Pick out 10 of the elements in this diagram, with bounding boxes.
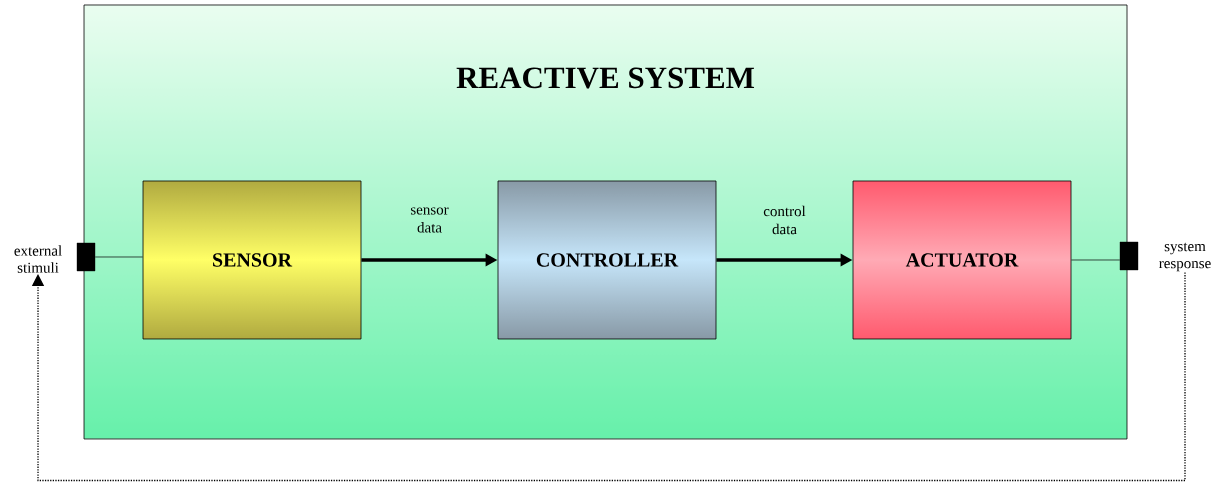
arrow <box>31 271 1186 482</box>
text-label: external stimuli <box>14 245 62 273</box>
process-box: ACTUATOR <box>852 180 1072 340</box>
port-square <box>76 242 96 272</box>
process-box: SENSOR <box>142 180 362 340</box>
edge-label: control data <box>763 205 806 235</box>
process-box: CONTROLLER <box>497 180 717 340</box>
edge-label: sensor data <box>410 207 449 233</box>
text-label: system response <box>1159 242 1211 272</box>
port-square <box>1119 241 1139 271</box>
